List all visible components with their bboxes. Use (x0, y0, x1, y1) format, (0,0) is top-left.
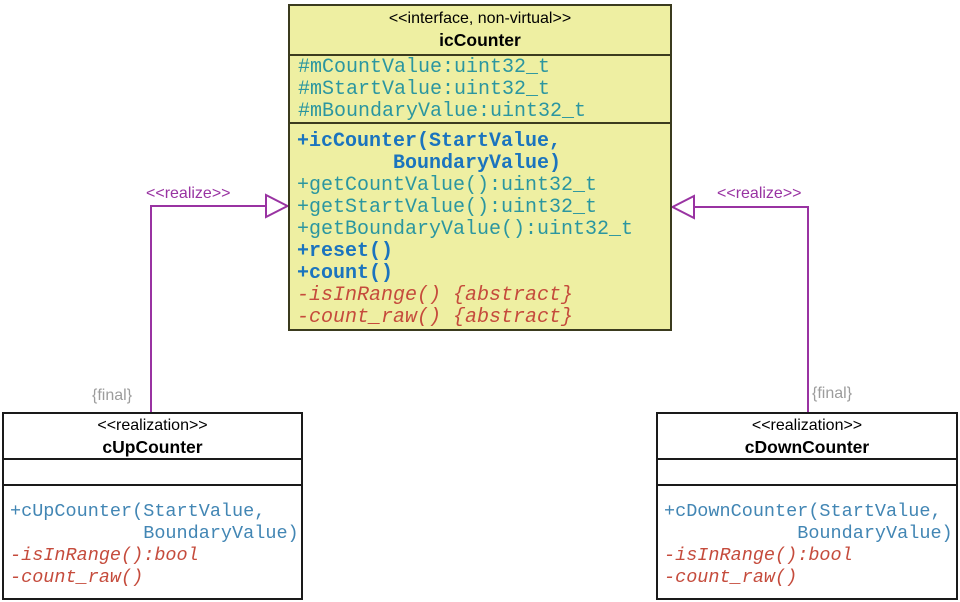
cupcounter-class-name: cUpCounter (102, 437, 203, 457)
cupcounter-class-header: <<realization>> cUpCounter (4, 414, 301, 460)
interface-stereotype-label: <<interface, non-virtual>> (388, 10, 572, 27)
operation-line: BoundaryValue) (664, 523, 953, 544)
attribute-line: #mStartValue:uint32_t (298, 78, 551, 101)
operation-line: -count_raw() (10, 567, 144, 588)
operation-line: -isInRange():bool (664, 545, 853, 566)
attribute-line: #mBoundaryValue:uint32_t (298, 100, 587, 123)
cdowncounter-attributes-compartment (658, 460, 956, 486)
operation-line: BoundaryValue) (297, 152, 562, 175)
operation-line: +cDownCounter(StartValue, (664, 501, 942, 522)
operation-line: +getCountValue():uint32_t (297, 174, 598, 197)
attribute-line: #mCountValue:uint32_t (298, 56, 551, 79)
operation-line: +getStartValue():uint32_t (297, 196, 598, 219)
interface-class-box: <<interface, non-virtual>> icCounter #mC… (288, 4, 672, 331)
operation-line: BoundaryValue) (10, 523, 299, 544)
realize-arrowhead-right-icon (670, 194, 695, 220)
realize-line-left (150, 205, 266, 413)
cdowncounter-operations-compartment: +cDownCounter(StartValue, BoundaryValue)… (658, 486, 956, 589)
interface-operations-compartment: +icCounter(StartValue, BoundaryValue) +g… (290, 124, 670, 329)
operation-line: +getBoundaryValue():uint32_t (297, 218, 634, 241)
cdowncounter-class-name: cDownCounter (744, 437, 870, 457)
operation-line: +cUpCounter(StartValue, (10, 501, 266, 522)
cdowncounter-class-header: <<realization>> cDownCounter (658, 414, 956, 460)
cupcounter-stereotype-label: <<realization>> (97, 417, 208, 434)
cupcounter-operations-compartment: +cUpCounter(StartValue, BoundaryValue) -… (4, 486, 301, 589)
cupcounter-class-box: <<realization>> cUpCounter +cUpCounter(S… (2, 412, 303, 600)
operation-line: -isInRange() {abstract} (297, 284, 574, 307)
interface-class-header: <<interface, non-virtual>> icCounter (290, 6, 670, 56)
realize-label-left: <<realize>> (146, 185, 231, 202)
realize-line-right (694, 206, 809, 413)
cdowncounter-stereotype-label: <<realization>> (751, 417, 863, 434)
operation-line: -isInRange():bool (10, 545, 199, 566)
final-constraint-left: {final} (92, 387, 133, 404)
interface-class-name: icCounter (439, 30, 521, 50)
interface-attributes-compartment: #mCountValue:uint32_t #mStartValue:uint3… (290, 56, 670, 124)
operation-line: -count_raw() (664, 567, 798, 588)
realize-arrowhead-left-icon (265, 193, 290, 219)
operation-line: +icCounter(StartValue, (297, 130, 562, 153)
final-constraint-right: {final} (812, 385, 853, 402)
operation-line: +count() (297, 262, 394, 285)
operation-line: +reset() (297, 240, 394, 263)
operation-line: -count_raw() {abstract} (297, 306, 574, 329)
cdowncounter-class-box: <<realization>> cDownCounter +cDownCount… (656, 412, 958, 600)
realize-label-right: <<realize>> (717, 185, 802, 202)
cupcounter-attributes-compartment (4, 460, 301, 486)
